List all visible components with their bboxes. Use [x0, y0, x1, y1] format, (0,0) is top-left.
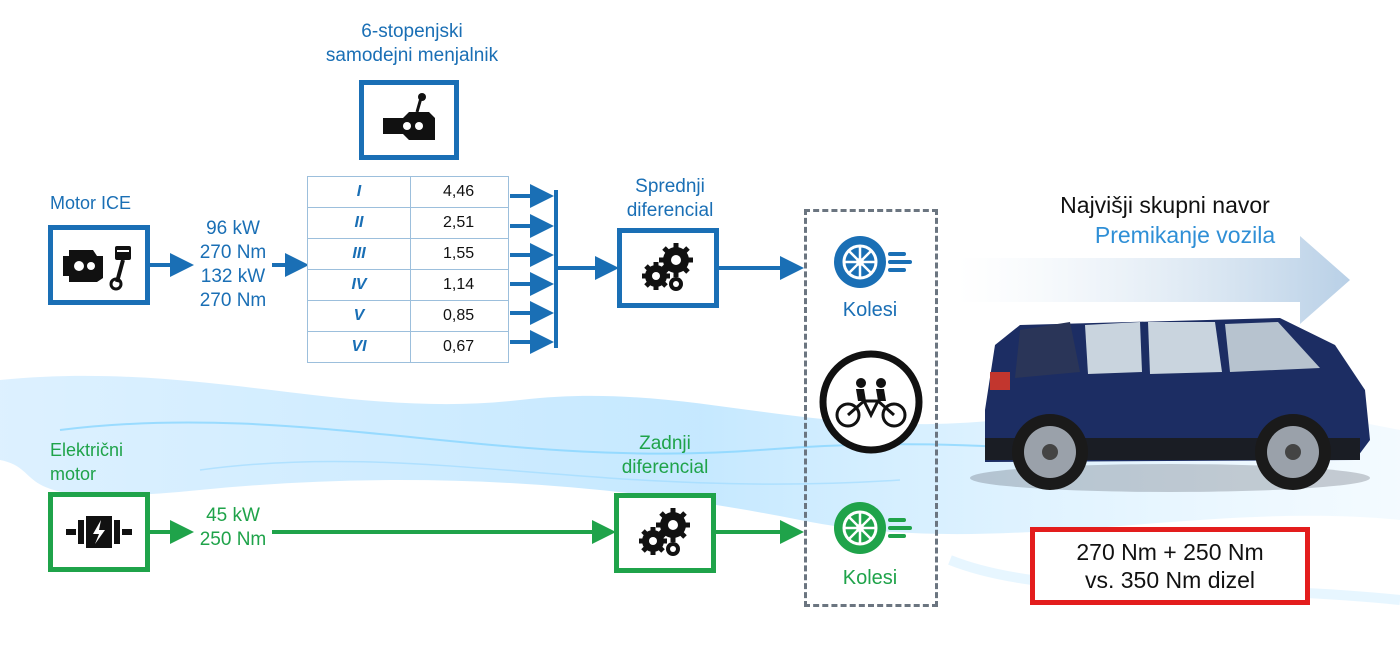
rear-wheel-icon	[834, 502, 912, 554]
ice-specs: 96 kW 270 Nm 132 kW 270 Nm	[199, 218, 267, 311]
front-diff-label: Sprednji diferencial	[626, 176, 714, 221]
front-diff-icon-box	[617, 228, 719, 308]
rear-wheels-label: Kolesi	[842, 567, 898, 589]
rear-diff-icon-box	[614, 493, 716, 573]
car-illustration	[970, 318, 1370, 492]
electric-specs: 45 kW 250 Nm	[199, 505, 267, 550]
ice-label: Motor ICE	[50, 193, 132, 213]
rear-diff-label: Zadnji diferencial	[621, 433, 709, 478]
torque-summary-box: 270 Nm + 250 Nm vs. 350 Nm dizel	[1030, 527, 1310, 605]
gears-icon	[642, 243, 693, 291]
engine-piston-icon	[63, 246, 131, 291]
transmission-title: 6-stopenjski samodejni menjalnik	[325, 21, 499, 66]
headline: Najvišji skupni navor Premikanje vozila	[1060, 192, 1276, 248]
transmission-icon-box	[359, 80, 459, 160]
gear-shifter-icon	[383, 93, 435, 140]
electric-motor-icon	[66, 516, 132, 548]
front-wheels-label: Kolesi	[842, 299, 898, 321]
gears-icon	[639, 508, 690, 556]
electric-label: Električni motor	[50, 440, 124, 484]
electric-icon-box	[48, 492, 150, 572]
front-wheel-icon	[834, 236, 912, 288]
wheels-group	[804, 209, 938, 607]
ice-icon-box	[48, 225, 150, 305]
tandem-bicycle-icon	[819, 350, 923, 454]
